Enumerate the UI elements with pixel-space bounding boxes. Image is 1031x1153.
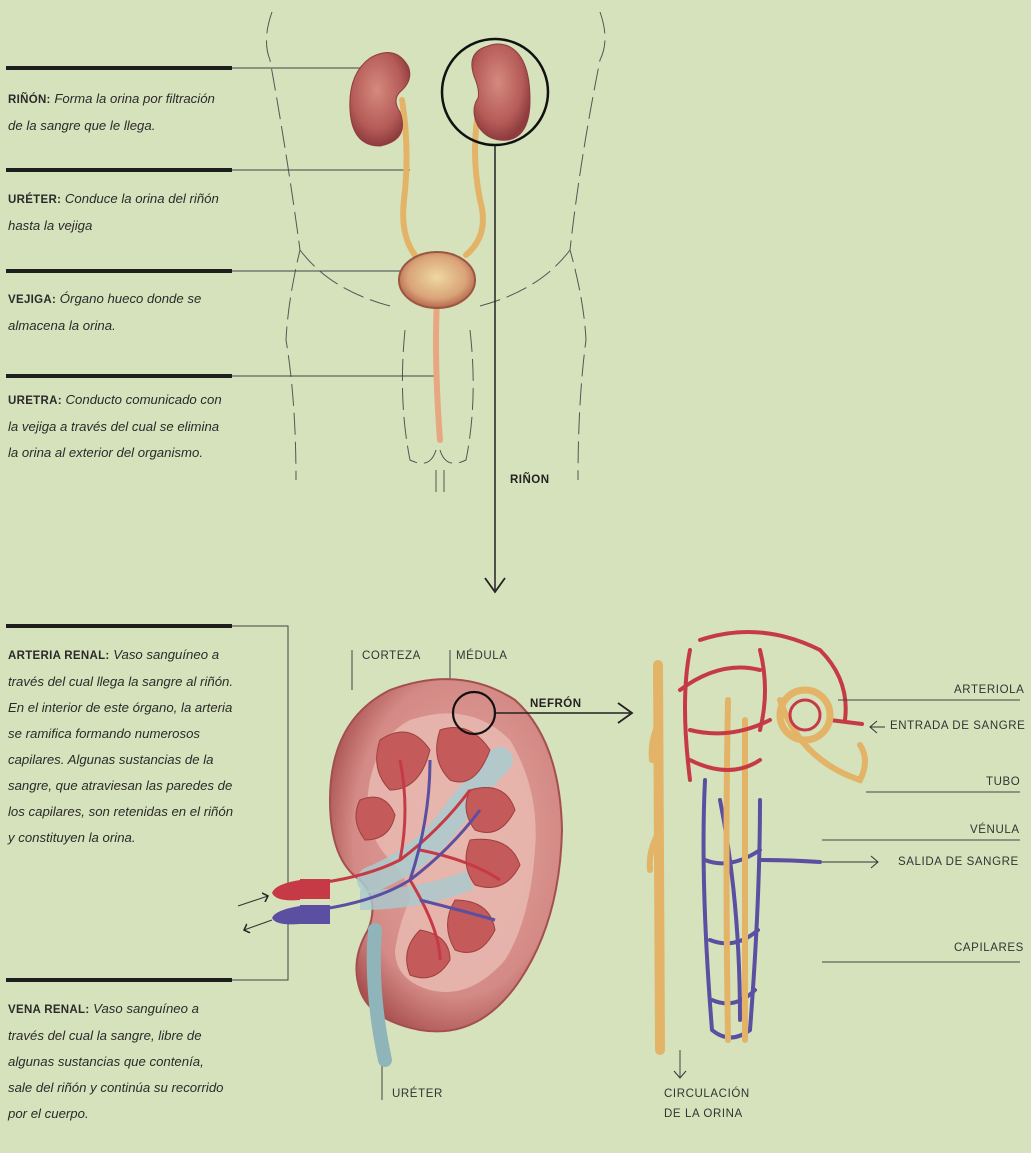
- label-circulacion-2: DE LA ORINA: [664, 1108, 743, 1120]
- label-corteza: CORTEZA: [362, 650, 421, 662]
- kidney-cross-section: [272, 679, 562, 1060]
- label-entrada-de-sangre: ENTRADA DE SANGRE: [890, 720, 1025, 732]
- label-tubo: TUBO: [986, 776, 1020, 788]
- nephron-leader-lines: [680, 700, 1020, 1078]
- ureters: [402, 100, 483, 255]
- label-capilares: CAPILARES: [954, 942, 1024, 954]
- urethra: [436, 300, 440, 440]
- label-arteriola: ARTERIOLA: [954, 684, 1024, 696]
- zoom-label-rinon: RIÑON: [510, 474, 550, 486]
- nephron-illustration: [650, 632, 865, 1050]
- label-circulacion-1: CIRCULACIÓN: [664, 1088, 750, 1100]
- leader-lines-top: [232, 68, 438, 376]
- vein-out-arrow: [244, 920, 272, 930]
- label-salida-de-sangre: SALIDA DE SANGRE: [898, 856, 1019, 868]
- artery-in-arrow: [238, 896, 268, 906]
- label-ureter: URÉTER: [392, 1088, 443, 1100]
- label-venula: VÉNULA: [970, 824, 1020, 836]
- kidney-right: [472, 44, 530, 140]
- entrada-arrow: [870, 721, 885, 733]
- label-nefron: NEFRÓN: [530, 698, 582, 710]
- salida-arrow: [822, 856, 878, 868]
- label-medula: MÉDULA: [456, 650, 508, 662]
- bladder: [399, 252, 475, 308]
